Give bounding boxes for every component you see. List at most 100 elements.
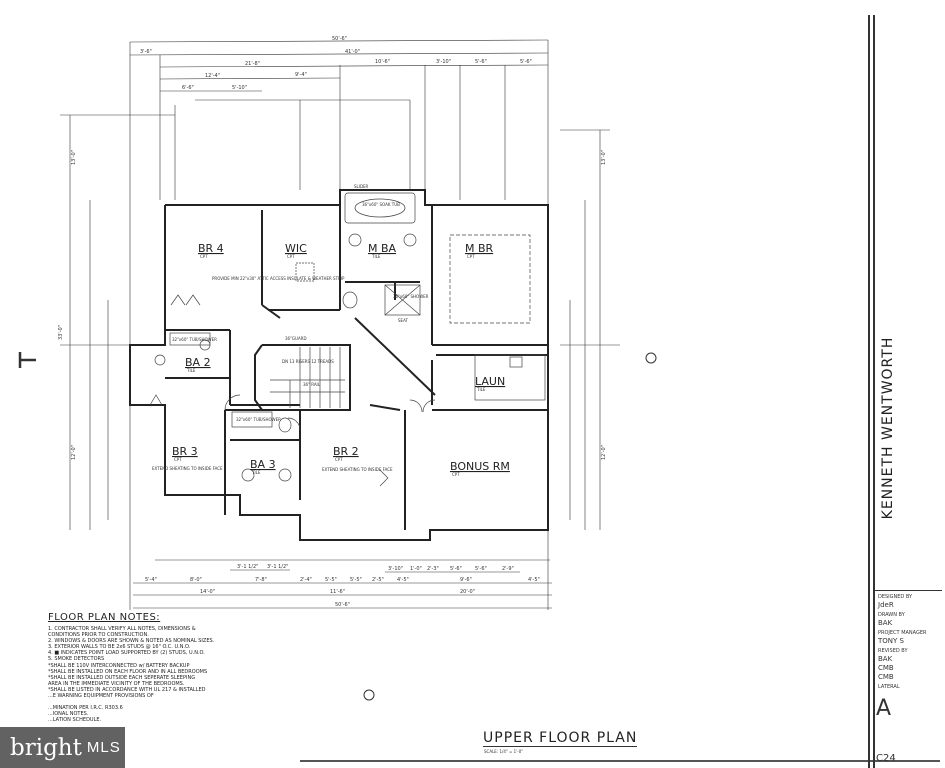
svg-text:13'-0": 13'-0" <box>601 150 607 165</box>
svg-text:CPT: CPT <box>335 457 343 462</box>
svg-text:DN 13 RISERS 12 TREADS: DN 13 RISERS 12 TREADS <box>282 359 334 364</box>
svg-text:14'-0": 14'-0" <box>200 589 215 595</box>
svg-text:3'-10": 3'-10" <box>388 566 403 572</box>
svg-text:EXTEND SHEATING TO INSIDE FACE: EXTEND SHEATING TO INSIDE FACE <box>322 467 393 472</box>
note-line: CONDITIONS PRIOR TO CONSTRUCTION. <box>48 632 149 639</box>
svg-text:SEAT: SEAT <box>398 318 408 323</box>
svg-text:21'-8": 21'-8" <box>245 61 260 67</box>
title-block-divider <box>873 15 875 768</box>
svg-text:9'-6": 9'-6" <box>460 577 472 583</box>
note-line: ...LATION SCHEDULE. <box>48 717 102 724</box>
svg-text:CPT: CPT <box>287 254 295 259</box>
svg-text:8'-0": 8'-0" <box>190 577 202 583</box>
svg-text:TILE: TILE <box>371 254 381 259</box>
room-labels: BR 4 CPT WIC CPT M BA TILE M BR CPT BA 2… <box>172 242 510 477</box>
svg-text:5'-6": 5'-6" <box>475 59 487 65</box>
svg-text:11'-6": 11'-6" <box>330 589 345 595</box>
room-label: BR 4 <box>198 242 224 255</box>
room-label: M BR <box>465 242 494 255</box>
note-line: 2. WINDOWS & DOORS ARE SHOWN & NOTED AS … <box>48 638 215 645</box>
watermark-brand: bright <box>10 734 82 761</box>
svg-text:36"x60" SOAK TUB: 36"x60" SOAK TUB <box>362 202 400 207</box>
svg-text:32"x60" TUB/SHOWER: 32"x60" TUB/SHOWER <box>172 337 217 342</box>
note-line: *SHALL BE INSTALLED OUTSIDE EACH SEPERAT… <box>48 674 196 681</box>
note-line: *SHALL BE LISTED IN ACCORDANCE WITH UL 2… <box>48 686 206 693</box>
svg-text:32"x60" TUB/SHOWER: 32"x60" TUB/SHOWER <box>236 417 281 422</box>
note-line: 4. ■ INDICATES POINT LOAD SUPPORTED BY (… <box>48 650 205 657</box>
svg-text:5'-6": 5'-6" <box>520 59 532 65</box>
svg-text:CPT: CPT <box>200 254 208 259</box>
svg-text:TILE: TILE <box>186 368 196 373</box>
dimension-lines <box>60 39 620 610</box>
svg-text:5'-6": 5'-6" <box>450 566 462 572</box>
room-label: M BA <box>368 242 397 255</box>
svg-text:2'-5": 2'-5" <box>372 577 384 583</box>
svg-text:5'-5": 5'-5" <box>350 577 362 583</box>
bright-mls-watermark: bright MLS <box>0 727 125 768</box>
svg-text:1'-0": 1'-0" <box>410 566 422 572</box>
dimension-labels: 50'-6" 41'-0" 3'-6" 21'-8" 10'-6" 3'-10"… <box>58 36 607 608</box>
svg-text:5'-5": 5'-5" <box>325 577 337 583</box>
svg-text:50'-6": 50'-6" <box>335 602 350 608</box>
svg-text:36"x60" SHOWER: 36"x60" SHOWER <box>393 294 429 299</box>
section-marker <box>18 352 36 368</box>
svg-text:CPT: CPT <box>174 457 182 462</box>
svg-text:36" RAIL: 36" RAIL <box>303 382 321 387</box>
svg-text:4'-5": 4'-5" <box>397 577 409 583</box>
svg-text:3'-1 1/2": 3'-1 1/2" <box>267 564 288 570</box>
svg-text:2'-4": 2'-4" <box>300 577 312 583</box>
svg-text:13'-0": 13'-0" <box>71 150 77 165</box>
room-label: BR 3 <box>172 445 198 458</box>
note-line: 5. SMOKE DETECTORS <box>48 656 105 663</box>
svg-text:TILE: TILE <box>476 387 486 392</box>
notes-heading: FLOOR PLAN NOTES: <box>48 612 161 623</box>
sheet-code: A <box>876 696 892 721</box>
svg-text:50'-6": 50'-6" <box>332 36 347 42</box>
note-line: 3. EXTERIOR WALLS TO BE 2x6 STUDS @ 16" … <box>48 644 191 651</box>
fixtures <box>149 192 546 487</box>
job-number: C24 <box>876 753 896 764</box>
note-line: ...E WARNING EQUIPMENT PROVISIONS OF <box>48 693 154 700</box>
drawing-scale: SCALE: 1/4" = 1'-0" <box>484 749 524 754</box>
svg-text:5'-10": 5'-10" <box>232 85 247 91</box>
svg-text:5'-6": 5'-6" <box>475 566 487 572</box>
svg-text:3'-10": 3'-10" <box>436 59 451 65</box>
note-line: ...MINATION PER I.R.C. R303.6 <box>48 705 123 712</box>
svg-text:TILE: TILE <box>251 470 261 475</box>
note-line: *SHALL BE 110V INTERCONNECTED w/ BATTERY… <box>48 662 190 669</box>
section-marker-right <box>363 352 657 701</box>
border-line <box>300 760 940 762</box>
svg-text:41'-0": 41'-0" <box>345 49 360 55</box>
floor-plan-notes: FLOOR PLAN NOTES: 1. CONTRACTOR SHALL VE… <box>48 612 288 724</box>
svg-text:33'-0": 33'-0" <box>58 325 64 340</box>
note-line: 1. CONTRACTOR SHALL VERIFY ALL NOTES, DI… <box>48 626 196 632</box>
svg-text:2'-9": 2'-9" <box>502 566 514 572</box>
svg-text:9'-4": 9'-4" <box>295 72 307 78</box>
client-name: KENNETH WENTWORTH <box>880 336 896 520</box>
svg-text:4'-5": 4'-5" <box>528 577 540 583</box>
svg-text:CPT: CPT <box>452 472 460 477</box>
svg-text:2'-3": 2'-3" <box>427 566 439 572</box>
svg-text:PROVIDE MIN 22"x30" ATTIC ACCE: PROVIDE MIN 22"x30" ATTIC ACCESS INSULAT… <box>212 276 345 281</box>
svg-text:CPT: CPT <box>467 254 475 259</box>
svg-text:6'-6": 6'-6" <box>182 85 194 91</box>
sheet-lateral: LATERAL <box>878 684 900 690</box>
note-line: ...IONAL NOTES. <box>48 711 89 718</box>
svg-text:36"GUARD: 36"GUARD <box>285 336 307 341</box>
walls <box>129 189 549 541</box>
stairs <box>270 347 345 408</box>
room-label: BA 2 <box>185 356 211 369</box>
watermark-suffix: MLS <box>86 739 121 756</box>
title-block-divider <box>875 590 942 591</box>
svg-text:20'-0": 20'-0" <box>460 589 475 595</box>
svg-text:3'-1 1/2": 3'-1 1/2" <box>237 564 258 570</box>
svg-text:12'-0": 12'-0" <box>601 445 607 460</box>
annotations: 36"x60" SOAK TUB 36"x60" SHOWER 32"x60" … <box>152 184 429 472</box>
room-label: BR 2 <box>333 445 359 458</box>
svg-text:EXTEND SHEATING TO INSIDE FACE: EXTEND SHEATING TO INSIDE FACE <box>152 466 223 471</box>
